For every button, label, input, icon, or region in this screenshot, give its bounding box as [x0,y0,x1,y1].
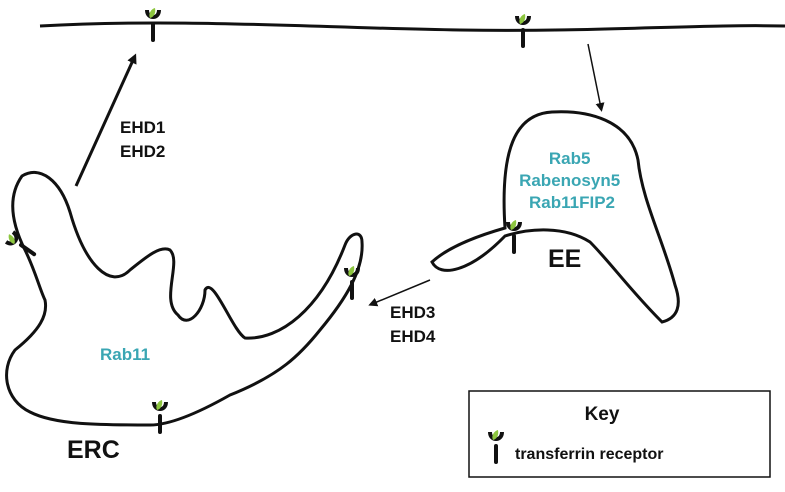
key-item-label: transferrin receptor [515,446,664,463]
svg-text:Rab5 Rabenosyn5 Rab11F: Rab5 Rabenosyn5 Rab11FIP2 [519,149,625,212]
recycling-arrow [74,53,137,187]
endocytosis-arrow [587,43,605,112]
erc-marker-rab11: Rab11 [100,345,150,364]
key-box: Key transferrin receptor [468,390,771,478]
erc-receptor-bottom [150,398,170,434]
early-endosome [430,110,680,324]
ee-marker-rabenosyn5: Rabenosyn5 [519,171,620,190]
key-title: Key [585,404,620,425]
plasma-membrane [39,21,785,32]
erc-label: ERC [67,436,120,464]
ee-to-erc-arrow [368,279,431,307]
svg-text:EHD3 EHD4: EHD3 EHD4 [390,303,440,346]
ehd3-label: EHD3 [390,303,435,322]
ehd2-label: EHD2 [120,142,165,161]
erc-receptor-left [1,227,41,263]
endocytic-recycling-compartment [5,170,364,427]
svg-text:EHD1 EHD2: EHD1 EHD2 [120,118,170,161]
ee-marker-rab11fip2: Rab11FIP2 [529,193,615,212]
ehd1-label: EHD1 [120,118,165,137]
ee-label: EE [548,245,581,273]
ehd4-label: EHD4 [390,327,436,346]
ee-marker-rab5: Rab5 [549,149,591,168]
